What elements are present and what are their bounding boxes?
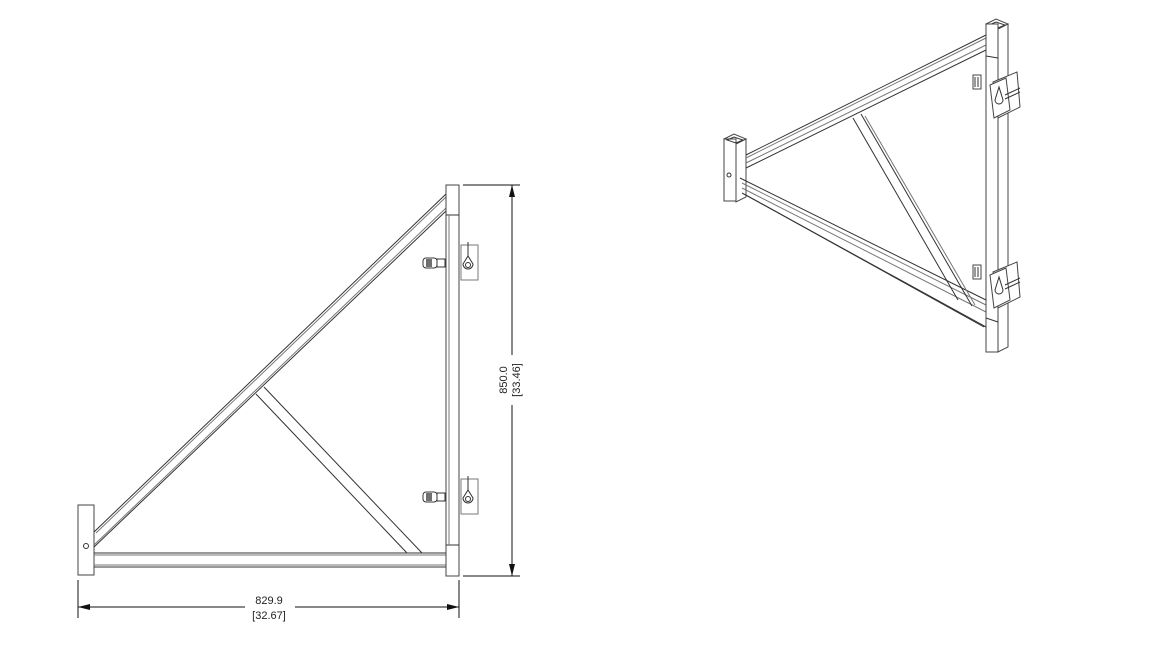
pin-knob-icon — [422, 491, 446, 503]
height-secondary-label: [33.46] — [511, 363, 523, 397]
iso-left-post — [722, 133, 748, 203]
iso-lower-clamp — [972, 261, 1021, 309]
iso-inner-strut — [852, 113, 976, 307]
pin-hole-icon — [83, 543, 89, 549]
left-post — [77, 504, 95, 576]
bottom-rail — [94, 552, 446, 568]
right-post — [445, 184, 460, 577]
iso-upper-clamp — [972, 71, 1021, 119]
width-dimension: 829.9 [32.67] — [77, 580, 460, 622]
inner-strut — [255, 386, 423, 554]
diagonal-brace — [93, 193, 447, 548]
lower-clamp — [422, 476, 479, 515]
upper-clamp — [422, 242, 479, 281]
iso-top-chord — [745, 34, 987, 169]
width-primary-label: 829.9 — [255, 595, 283, 607]
height-dimension: 850.0 [33.46] — [463, 184, 523, 577]
height-primary-label: 850.0 — [498, 366, 510, 394]
pin-knob-icon — [422, 257, 446, 269]
isometric-view — [722, 18, 1021, 353]
iso-bottom-chord — [739, 177, 987, 328]
front-view: 850.0 [33.46] 829.9 [32.67] — [77, 184, 523, 622]
width-secondary-label: [32.67] — [252, 610, 286, 622]
